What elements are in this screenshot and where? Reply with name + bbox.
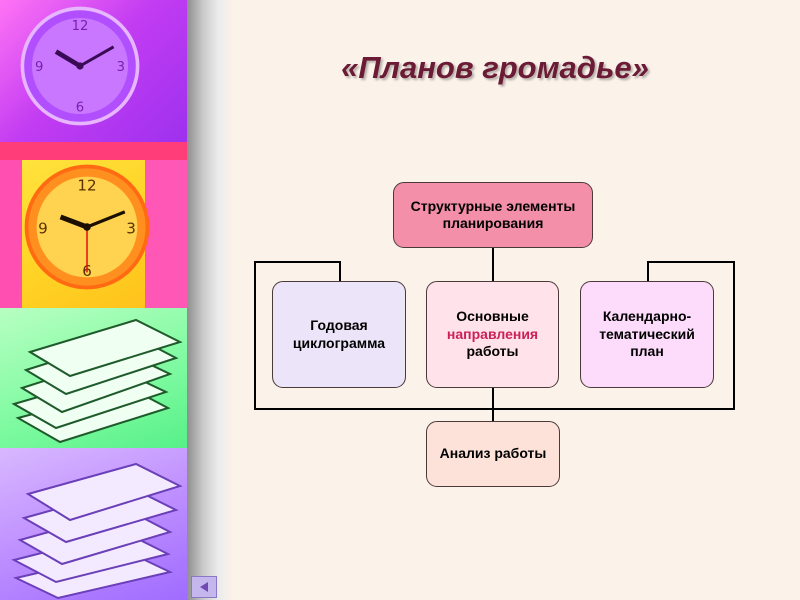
svg-text:9: 9 — [35, 60, 43, 75]
clock-icon: 12 3 6 9 — [24, 164, 150, 290]
green-papers-photo — [0, 308, 187, 448]
clock-icon: 12 3 6 9 — [20, 6, 140, 126]
main-directions-highlight: направления — [446, 325, 539, 342]
svg-text:6: 6 — [76, 101, 84, 116]
main-directions-line1: Основные — [456, 308, 529, 325]
diagram-node-structural-elements: Структурные элементы планирования — [393, 182, 593, 248]
main-directions-line3: работы — [466, 343, 519, 360]
triangle-left-icon — [200, 582, 208, 592]
svg-text:9: 9 — [38, 219, 48, 237]
svg-text:12: 12 — [77, 176, 96, 194]
slide-title: «Планов громадье» — [341, 50, 649, 85]
diagram-node-annual-cyclogram: Годовая циклограмма — [272, 281, 406, 388]
svg-text:12: 12 — [72, 19, 89, 34]
svg-text:3: 3 — [117, 60, 125, 75]
diagram-node-calendar-plan: Календарно-тематический план — [580, 281, 714, 388]
decorative-photo-strip: 12 3 6 9 12 3 6 9 — [0, 0, 187, 600]
svg-text:3: 3 — [126, 219, 136, 237]
previous-slide-button[interactable] — [191, 576, 217, 598]
diagram-node-main-directions: Основные направления работы — [426, 281, 559, 388]
orange-clock-photo: 12 3 6 9 — [0, 160, 187, 308]
decorative-shade-divider — [187, 0, 232, 600]
purple-clock-photo: 12 3 6 9 — [0, 0, 187, 160]
violet-papers-photo — [0, 448, 187, 600]
diagram-node-work-analysis: Анализ работы — [426, 421, 560, 487]
